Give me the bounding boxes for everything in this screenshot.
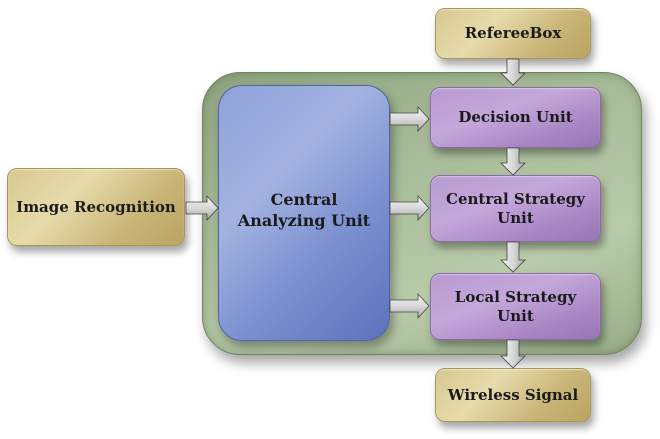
referee-box-node: RefereeBox bbox=[435, 8, 591, 59]
image-recognition-label: Image Recognition bbox=[16, 197, 176, 216]
referee-box-label: RefereeBox bbox=[464, 24, 562, 43]
central-analyzing-unit-label-line2: Analyzing Unit bbox=[237, 210, 371, 230]
wireless-signal-node: Wireless Signal bbox=[435, 368, 591, 422]
decision-unit-node: Decision Unit bbox=[430, 87, 601, 148]
central-analyzing-unit-node: Central Analyzing Unit bbox=[218, 85, 390, 341]
image-recognition-node: Image Recognition bbox=[7, 168, 185, 246]
central-analyzing-unit-label-line1: Central bbox=[270, 190, 338, 209]
central-strategy-unit-label-line2: Unit bbox=[497, 208, 534, 227]
wireless-signal-label: Wireless Signal bbox=[447, 385, 579, 404]
central-strategy-unit-node: Central Strategy Unit bbox=[430, 175, 601, 242]
decision-unit-label: Decision Unit bbox=[458, 108, 573, 127]
local-strategy-unit-node: Local Strategy Unit bbox=[430, 273, 601, 340]
central-strategy-unit-label-line1: Central Strategy bbox=[446, 189, 585, 208]
local-strategy-unit-label-line1: Local Strategy bbox=[454, 287, 577, 306]
local-strategy-unit-label-line2: Unit bbox=[497, 306, 534, 325]
